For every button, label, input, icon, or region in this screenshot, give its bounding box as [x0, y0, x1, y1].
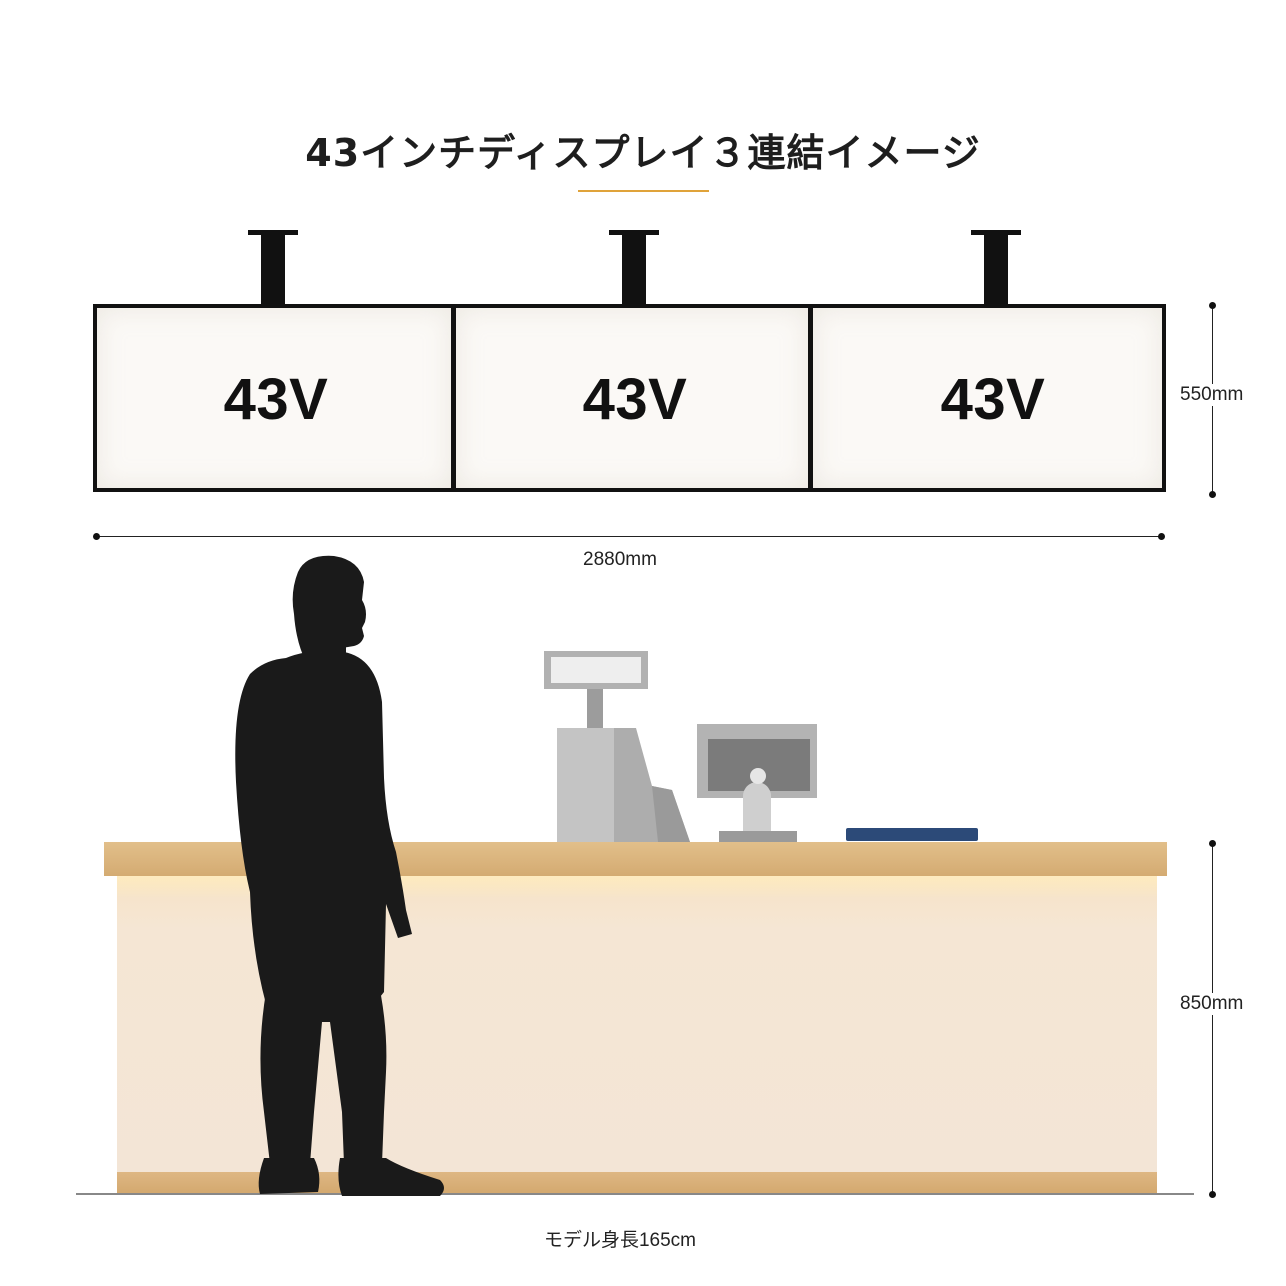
dimension-endpoint: [1209, 491, 1216, 498]
register-keyboard: [614, 728, 690, 842]
mount-plate-3: [971, 230, 1021, 235]
register-neck: [587, 689, 603, 729]
monitor-base: [719, 831, 797, 842]
display-panel-2: [452, 304, 812, 492]
dimension-line: [1212, 843, 1213, 1194]
display-label-1: 43V: [223, 367, 329, 432]
mount-plate-2: [609, 230, 659, 235]
title-underline: [578, 190, 709, 192]
dimension-endpoint: [1209, 840, 1216, 847]
dimension-label: 550mm: [1179, 384, 1245, 406]
mount-pole-2: [622, 234, 646, 306]
dimension-endpoint: [93, 533, 100, 540]
display-label-2: 43V: [582, 367, 688, 432]
person-silhouette-icon: [235, 555, 444, 1196]
dimension-label: 850mm: [1179, 993, 1245, 1015]
monitor-stand: [743, 782, 771, 834]
tray-icon: [846, 828, 978, 841]
mount-pole-1: [261, 234, 285, 306]
display-label-3: 43V: [940, 367, 1046, 432]
model-height-caption: モデル身長165cm: [543, 1230, 697, 1251]
floor-line: [76, 1193, 1194, 1195]
monitor-joint: [750, 768, 766, 784]
dimension-label: 2880mm: [583, 549, 657, 570]
mount-plate-1: [248, 230, 298, 235]
dimension-endpoint: [1158, 533, 1165, 540]
dimension-line: [96, 536, 1161, 537]
register-display: [551, 657, 641, 683]
dimension-endpoint: [1209, 302, 1216, 309]
page-title: 43インチディスプレイ３連結イメージ: [305, 131, 981, 175]
display-panel-3: [809, 304, 1166, 492]
mount-pole-3: [984, 234, 1008, 306]
dimension-endpoint: [1209, 1191, 1216, 1198]
